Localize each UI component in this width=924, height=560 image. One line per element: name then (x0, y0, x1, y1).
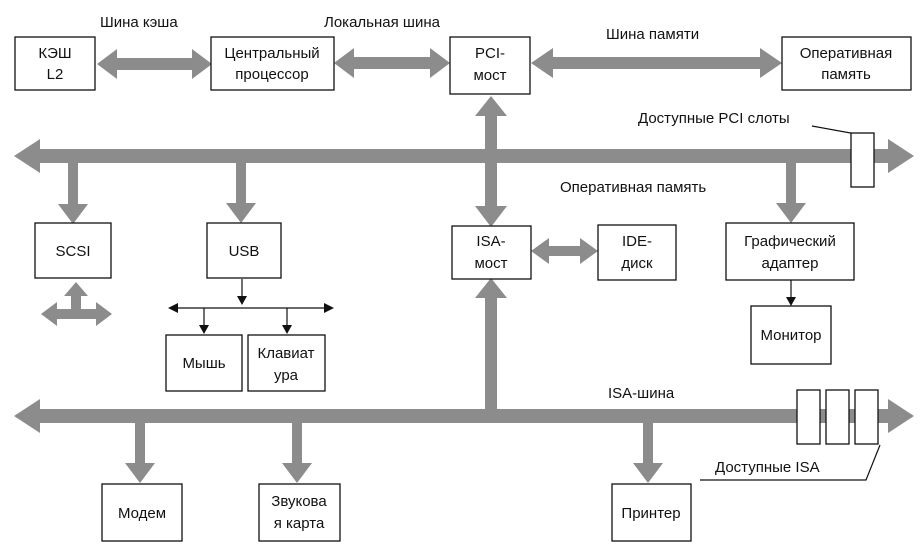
graphics-monitor-arrowhead (786, 297, 796, 306)
pci-isa-vertical-arrow (475, 96, 507, 227)
graphics-adapter-box: Графический адаптер (725, 222, 855, 281)
memory-bus-arrow (531, 48, 782, 78)
modem-label: Модем (118, 505, 166, 522)
printer-box: Принтер (611, 483, 692, 542)
keyboard-label-line1: Клавиат (257, 345, 314, 362)
pci-bridge-box: PCI- мост (449, 36, 531, 95)
keyboard-box: Клавиат ура (247, 334, 326, 392)
modem-box: Модем (101, 483, 183, 542)
scsi-box: SCSI (34, 222, 112, 279)
cache-l2-box: КЭШ L2 (14, 36, 96, 91)
pci-bridge-label-line1: PCI- (475, 45, 505, 62)
usb-box: USB (206, 222, 282, 279)
cache-bus-arrow (97, 49, 212, 79)
keyboard-label-line2: ура (274, 367, 299, 384)
pci-slot (850, 132, 875, 188)
scsi-label: SCSI (55, 243, 90, 260)
scsi-external-arrow (41, 282, 112, 326)
isa-bus-arrow (14, 399, 914, 433)
pci-slots-leader-line (811, 125, 857, 135)
cache-l2-label-line1: КЭШ (38, 45, 71, 62)
sound-card-label-line1: Звукова (271, 493, 327, 510)
pci-bus-label: Оперативная память (560, 179, 706, 196)
isa-to-modem-arrow (125, 423, 155, 483)
usb-mouse-arrowhead (199, 325, 209, 334)
printer-label: Принтер (621, 505, 680, 522)
usb-branch-right-arrowhead (324, 303, 334, 313)
isa-slot-1 (796, 389, 821, 445)
isa-ide-arrow (531, 238, 598, 264)
cache-l2-label-line2: L2 (47, 66, 64, 83)
pci-bus-arrow (14, 139, 914, 173)
sound-card-label-line2: я карта (274, 515, 325, 532)
ide-disk-label-line1: IDE- (622, 233, 652, 250)
pci-slots-label: Доступные PCI слоты (638, 110, 790, 127)
local-bus-label: Локальная шина (324, 14, 441, 31)
cpu-label-line2: процессор (235, 66, 308, 83)
usb-branch-left-arrowhead (168, 303, 178, 313)
ide-disk-label-line2: диск (621, 255, 653, 272)
isa-bridge-label-line2: мост (474, 255, 507, 272)
sound-card-box: Звукова я карта (258, 483, 341, 542)
monitor-box: Монитор (750, 305, 832, 365)
isa-bus-label: ISA-шина (608, 385, 675, 402)
pci-to-usb-arrow (226, 163, 256, 223)
isa-bridge-label-line1: ISA- (476, 233, 505, 250)
ide-disk-box: IDE- диск (597, 224, 677, 281)
local-bus-arrow (334, 48, 450, 78)
cpu-label-line1: Центральный (224, 45, 319, 62)
isa-to-bridge-arrow (475, 278, 507, 409)
isa-slot-3 (854, 389, 879, 445)
isa-slot-2 (825, 389, 850, 445)
isa-slots-leader-line (700, 444, 881, 481)
usb-label: USB (229, 243, 260, 260)
monitor-label: Монитор (760, 327, 821, 344)
isa-slots-label: Доступные ISA (715, 459, 820, 476)
ram-label-line2: память (821, 66, 871, 83)
ram-box: Оперативная память (781, 36, 912, 91)
graphics-adapter-label-line2: адаптер (762, 255, 819, 272)
isa-to-sound-arrow (282, 423, 312, 483)
cache-bus-label: Шина кэша (100, 14, 178, 31)
mouse-box: Мышь (165, 334, 243, 392)
memory-bus-label: Шина памяти (606, 26, 699, 43)
isa-bridge-box: ISA- мост (451, 225, 532, 280)
pci-to-graphics-arrow (776, 163, 806, 223)
usb-keyboard-arrowhead (282, 325, 292, 334)
ram-label-line1: Оперативная (800, 45, 892, 62)
isa-to-printer-arrow (633, 423, 663, 483)
usb-stem-arrowhead (237, 296, 247, 305)
pci-to-scsi-arrow (58, 163, 88, 224)
graphics-adapter-label-line1: Графический (744, 233, 836, 250)
cpu-box: Центральный процессор (210, 36, 335, 91)
mouse-label: Мышь (182, 355, 225, 372)
pci-bridge-label-line2: мост (473, 67, 506, 84)
